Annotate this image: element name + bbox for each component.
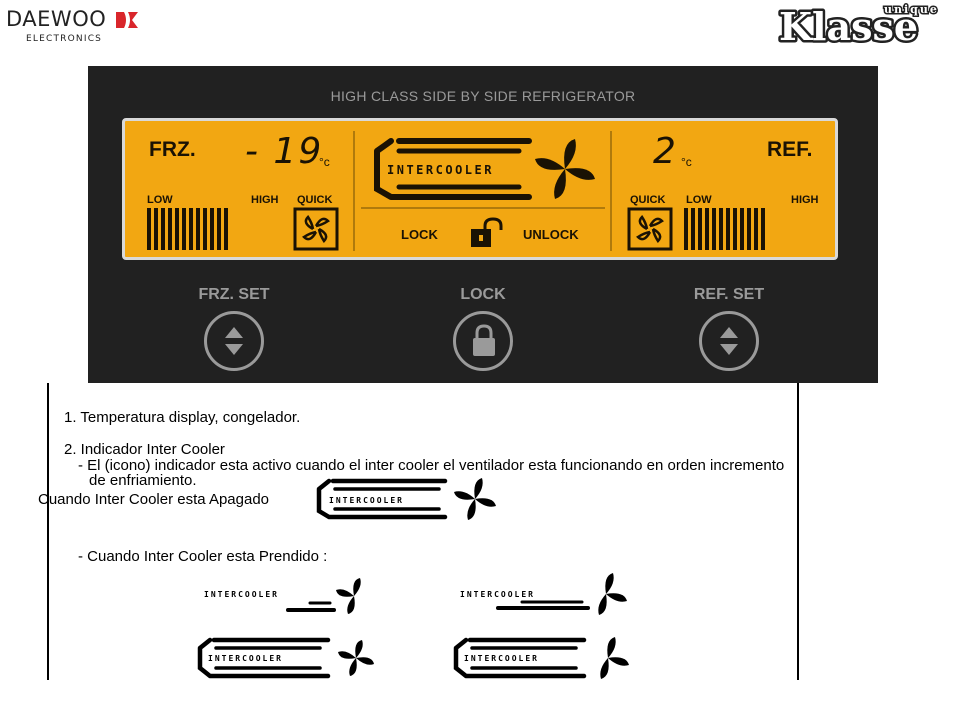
frz-set-button[interactable] bbox=[204, 311, 264, 371]
level-bar bbox=[761, 208, 765, 250]
level-bar bbox=[698, 208, 702, 250]
level-bar bbox=[747, 208, 751, 250]
freezer-low-label: LOW bbox=[147, 194, 173, 206]
intercooler-on-frame-4-icon: INTERCOOLER bbox=[453, 637, 629, 679]
intercooler-on-frame-2-icon: INTERCOOLER bbox=[460, 573, 627, 615]
control-panel: HIGH CLASS SIDE BY SIDE REFRIGERATOR FRZ… bbox=[88, 66, 878, 383]
level-bar bbox=[217, 208, 221, 250]
klasse-wordmark: Klasse bbox=[779, 4, 918, 46]
ref-temp: 2 bbox=[653, 131, 676, 172]
level-bar bbox=[175, 208, 179, 250]
daewoo-brand-text: DAEWOO bbox=[6, 7, 107, 31]
doc-item-2-desc-1: - El (icono) indicador esta activo cuand… bbox=[78, 457, 785, 474]
doc-item-2-desc-2: de enfriamiento. bbox=[89, 472, 197, 489]
level-bar bbox=[684, 208, 688, 250]
up-down-arrow-icon bbox=[225, 327, 243, 355]
level-bar bbox=[203, 208, 207, 250]
level-bar bbox=[712, 208, 716, 250]
lcd-divider-right bbox=[610, 131, 612, 251]
level-bar bbox=[168, 208, 172, 250]
panel-title: HIGH CLASS SIDE BY SIDE REFRIGERATOR bbox=[330, 88, 636, 104]
freezer-quick-label: QUICK bbox=[297, 194, 333, 206]
lcd-divider-left bbox=[353, 131, 355, 251]
intercooler-on-frame-3-text: INTERCOOLER bbox=[208, 654, 283, 663]
lcd-unlock-padlock-icon bbox=[471, 217, 503, 247]
level-bar bbox=[196, 208, 200, 250]
level-bar bbox=[733, 208, 737, 250]
lcd-display: FRZ. - 19 °c LOW HIGH QUICK INTERCOOLER bbox=[122, 118, 838, 260]
intercooler-on-frame-3-icon: INTERCOOLER bbox=[197, 637, 374, 679]
lock-button[interactable] bbox=[453, 311, 513, 371]
ref-temp-unit: °c bbox=[681, 155, 692, 169]
level-bar bbox=[726, 208, 730, 250]
level-bar bbox=[147, 208, 151, 250]
level-bar bbox=[754, 208, 758, 250]
ref-quick-fan-icon bbox=[627, 207, 673, 251]
klasse-logo: Klasse unique bbox=[777, 2, 939, 47]
intercooler-on-frame-1-text: INTERCOOLER bbox=[204, 590, 279, 599]
level-bar bbox=[210, 208, 214, 250]
ref-set-button[interactable] bbox=[699, 311, 759, 371]
lcd-lock-label: LOCK bbox=[401, 227, 438, 242]
ref-label: REF. bbox=[767, 138, 813, 161]
intercooler-off-text: INTERCOOLER bbox=[329, 496, 404, 505]
daewoo-shell-icon bbox=[116, 12, 138, 28]
ref-set-label: REF. SET bbox=[693, 286, 765, 303]
lcd-intercooler-icon: INTERCOOLER bbox=[374, 138, 595, 200]
level-bar bbox=[182, 208, 186, 250]
level-bar bbox=[161, 208, 165, 250]
lcd-divider-center bbox=[361, 207, 605, 209]
intercooler-on-frame-1-icon: INTERCOOLER bbox=[204, 578, 361, 614]
ref-level-bars bbox=[684, 208, 765, 250]
freezer-level-bars bbox=[147, 208, 228, 250]
intercooler-on-frame-2-text: INTERCOOLER bbox=[460, 590, 535, 599]
freezer-high-label: HIGH bbox=[251, 194, 279, 206]
intercooler-on-frame-4-text: INTERCOOLER bbox=[464, 654, 539, 663]
level-bar bbox=[691, 208, 695, 250]
doc-item-1: 1. Temperatura display, congelador. bbox=[64, 409, 301, 426]
level-bar bbox=[224, 208, 228, 250]
frz-set-label: FRZ. SET bbox=[198, 286, 270, 303]
ref-quick-label: QUICK bbox=[630, 194, 666, 206]
level-bar bbox=[189, 208, 193, 250]
lcd-unlock-label: UNLOCK bbox=[523, 227, 579, 242]
up-down-arrow-icon bbox=[720, 327, 738, 355]
doc-right-border bbox=[797, 383, 799, 680]
daewoo-logo: DAEWOO ELECTRONICS bbox=[2, 4, 152, 46]
freezer-temp-unit: °c bbox=[319, 155, 330, 169]
doc-left-border bbox=[47, 383, 49, 680]
daewoo-subtitle: ELECTRONICS bbox=[26, 34, 103, 44]
level-bar bbox=[740, 208, 744, 250]
level-bar bbox=[719, 208, 723, 250]
intercooler-off-icon: INTERCOOLER bbox=[316, 478, 496, 520]
lcd-intercooler-text: INTERCOOLER bbox=[387, 163, 494, 177]
level-bar bbox=[705, 208, 709, 250]
doc-item-2: 2. Indicador Inter Cooler bbox=[64, 441, 225, 458]
lock-button-label: LOCK bbox=[460, 286, 506, 303]
ref-low-label: LOW bbox=[686, 194, 712, 206]
ref-high-label: HIGH bbox=[791, 194, 819, 206]
freezer-quick-fan-icon bbox=[293, 207, 339, 251]
doc-on-label: - Cuando Inter Cooler esta Prendido : bbox=[78, 548, 328, 565]
freezer-temp: - 19 bbox=[245, 131, 324, 172]
doc-off-label: Cuando Inter Cooler esta Apagado bbox=[38, 491, 269, 508]
freezer-label: FRZ. bbox=[149, 138, 196, 161]
padlock-icon bbox=[473, 324, 495, 356]
klasse-tagline: unique bbox=[884, 3, 939, 16]
level-bar bbox=[154, 208, 158, 250]
